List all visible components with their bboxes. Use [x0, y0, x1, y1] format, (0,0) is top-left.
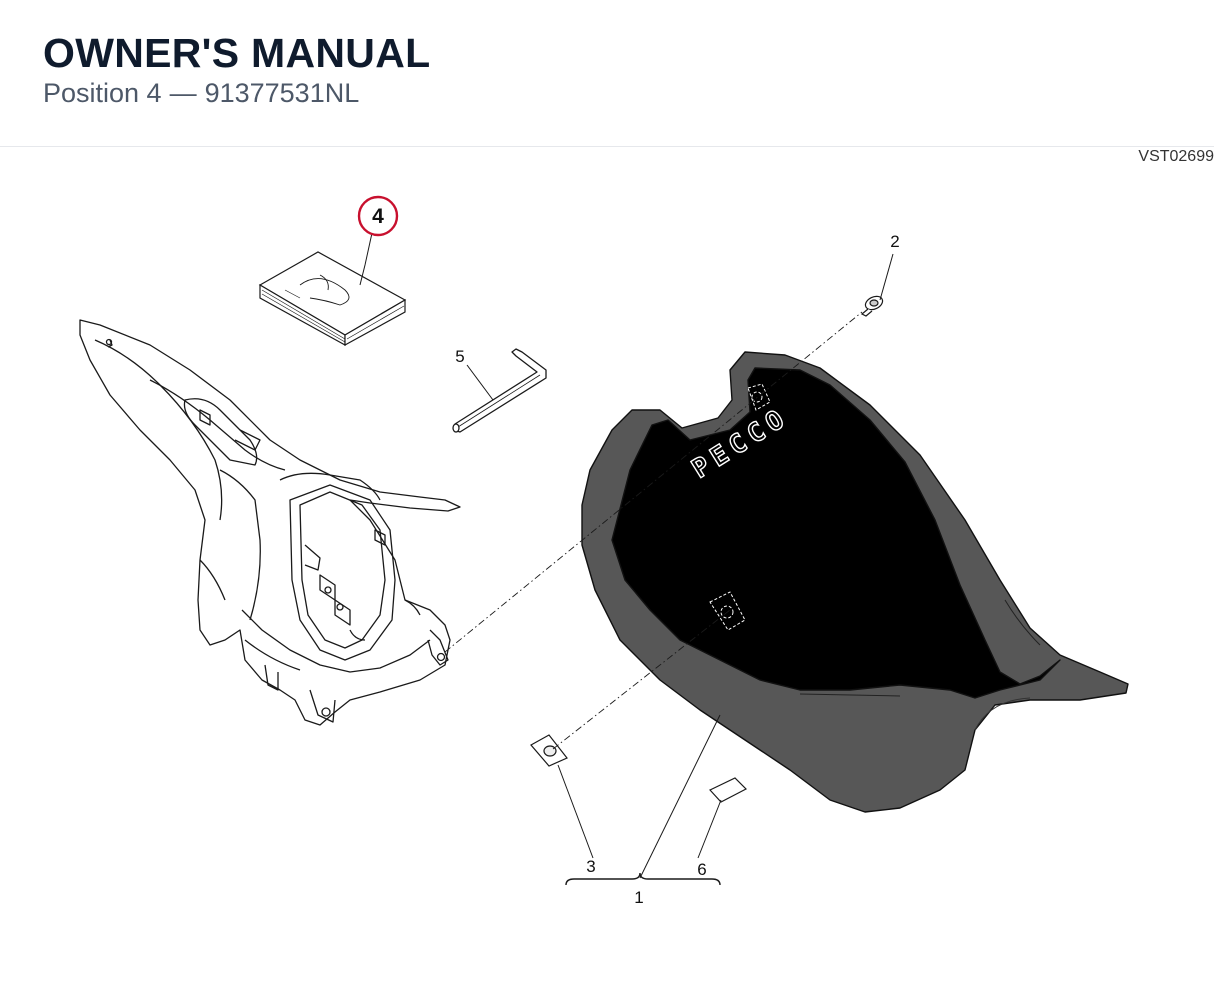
- callout-2: 2: [890, 232, 899, 251]
- diagram-reference-code: VST02699: [1138, 148, 1214, 165]
- callout-5: 5: [455, 347, 464, 366]
- owners-manual-booklet[interactable]: [258, 251, 407, 347]
- assembly-lines: [444, 311, 863, 750]
- page-title: OWNER'S MANUAL: [43, 30, 431, 76]
- callout-3: 3: [586, 857, 595, 876]
- group-bracket: [565, 872, 721, 886]
- tail-subframe-drawing: [79, 319, 461, 726]
- page-header: OWNER'S MANUAL Position 4—91377531NL: [0, 0, 1214, 147]
- page-subtitle: Position 4—91377531NL: [43, 77, 359, 109]
- callout-1: 1: [634, 888, 643, 907]
- seat-screw: [860, 295, 884, 317]
- leader-lines: [359, 232, 894, 879]
- rubber-pad: [530, 734, 568, 767]
- callout-6: 6: [697, 860, 706, 879]
- rider-seat: [581, 351, 1129, 813]
- adhesive-pad: [709, 777, 748, 803]
- callout-4[interactable]: 4: [372, 205, 384, 228]
- position-label: Position 4: [43, 78, 162, 108]
- hex-key-tool: [452, 348, 547, 433]
- subtitle-separator: —: [169, 78, 197, 108]
- part-number: 91377531NL: [204, 78, 360, 108]
- seat-fastener-recesses: [709, 383, 771, 631]
- callout-4-highlight-ring[interactable]: [357, 195, 399, 237]
- seat-logo-text: PECCO: [687, 402, 795, 485]
